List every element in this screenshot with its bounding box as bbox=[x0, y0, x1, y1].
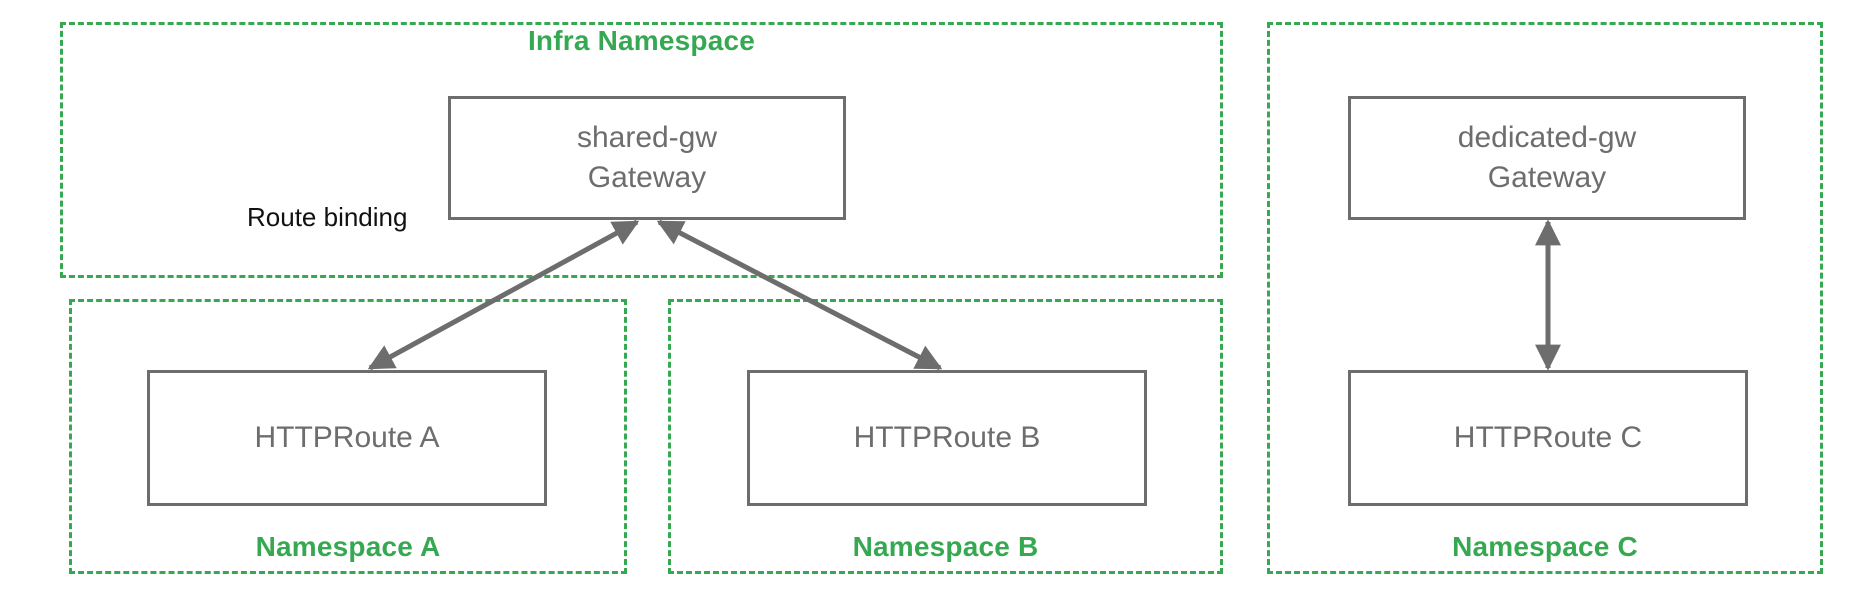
resource-label-line2: Gateway bbox=[1487, 161, 1607, 194]
resource-label-line1: HTTPRoute A bbox=[254, 421, 440, 455]
resource-label-line2: Gateway bbox=[587, 161, 707, 194]
resource-label-line1: HTTPRoute B bbox=[853, 421, 1041, 455]
resource-label-line1: HTTPRoute C bbox=[1453, 421, 1643, 455]
namespace-container-b bbox=[668, 299, 1223, 574]
namespace-label-b: Namespace B bbox=[852, 531, 1039, 562]
resource-box-dedicated-gw[interactable]: dedicated-gw Gateway bbox=[1348, 96, 1746, 220]
namespace-container-a bbox=[69, 299, 627, 574]
resource-box-shared-gw[interactable]: shared-gw Gateway bbox=[448, 96, 846, 220]
resource-box-httproute-b[interactable]: HTTPRoute B bbox=[747, 370, 1147, 506]
resource-box-httproute-a[interactable]: HTTPRoute A bbox=[147, 370, 547, 506]
namespace-label-c: Namespace C bbox=[1452, 531, 1638, 562]
namespace-container-infra bbox=[60, 22, 1223, 278]
annotation-route-binding: Route binding bbox=[247, 202, 408, 232]
namespace-label-a: Namespace A bbox=[255, 531, 441, 562]
resource-label-line1: shared-gw bbox=[576, 121, 718, 155]
resource-box-httproute-c[interactable]: HTTPRoute C bbox=[1348, 370, 1748, 506]
namespace-label-infra: Infra Namespace bbox=[527, 25, 756, 56]
namespace-container-c bbox=[1267, 22, 1823, 574]
resource-label-line1: dedicated-gw bbox=[1457, 121, 1637, 155]
